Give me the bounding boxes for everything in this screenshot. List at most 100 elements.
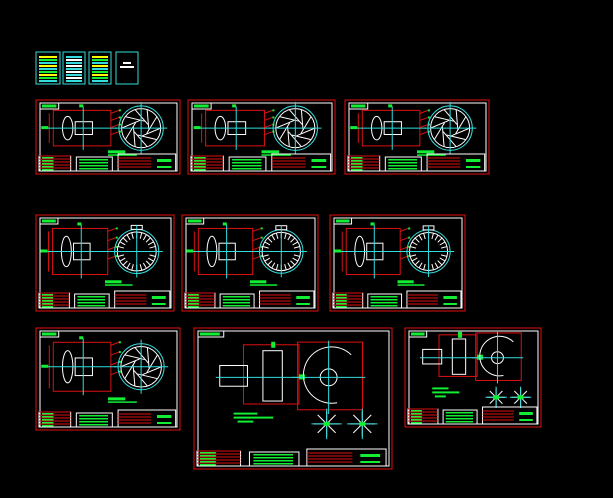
grille-bar: [414, 260, 420, 266]
note-text: [123, 62, 131, 64]
parts-list-text: [188, 294, 199, 296]
title-block: [426, 153, 486, 172]
table-row: [66, 71, 82, 73]
technical-note: [108, 397, 126, 401]
grille-bar: [149, 254, 156, 257]
grille-bar: [287, 234, 292, 241]
grille-bar: [418, 234, 423, 241]
grille-bar: [290, 237, 296, 243]
sheet-border: [348, 102, 487, 172]
parts-table-text: [445, 415, 473, 417]
blade-line: [146, 109, 150, 130]
parts-list-text: [336, 294, 347, 296]
parts-list-text: [42, 294, 54, 296]
dimension-label: [388, 104, 393, 108]
sheet-outer-frame: [193, 327, 393, 470]
drawing-sheet-7[interactable]: [35, 327, 181, 431]
parts-list-text: [42, 297, 54, 299]
drawing-title: [519, 412, 533, 415]
dimension-label: [41, 364, 49, 368]
blade-line: [455, 109, 459, 130]
table-row: [66, 56, 82, 58]
leader-line: [252, 227, 261, 232]
index-sheet-4[interactable]: [115, 51, 139, 85]
sheet-outer-frame: [187, 99, 336, 175]
dimension-label: [222, 222, 227, 226]
parts-table-text: [370, 302, 398, 304]
drawing-sheet-5[interactable]: [181, 214, 319, 312]
grille-bar: [431, 263, 434, 270]
scroll-casing-outline: [297, 341, 363, 411]
sheet-border: [39, 102, 178, 172]
leader-line: [110, 124, 120, 129]
parts-table: [228, 156, 267, 172]
grille-bar: [117, 245, 125, 249]
parts-list-text: [200, 464, 216, 466]
balloon-number: [260, 236, 263, 239]
grille-bar: [418, 262, 423, 269]
grille-bar: [122, 237, 128, 243]
title-block: [306, 448, 387, 467]
scroll-casing-outline: [475, 332, 522, 381]
leader-line: [252, 237, 261, 242]
index-sheet-2[interactable]: [62, 51, 86, 85]
drawing-sheet-3[interactable]: [344, 99, 490, 175]
blade-line: [287, 126, 290, 147]
index-sheet-frame: [88, 51, 112, 85]
sheet-label: [336, 219, 350, 223]
dimension-label: [41, 126, 49, 130]
leader-line: [110, 361, 120, 366]
table-row: [66, 68, 82, 70]
blade-line: [300, 109, 304, 130]
sheet-outer-frame: [35, 214, 175, 312]
drawing-sheet-9[interactable]: [404, 327, 542, 428]
parts-list-text: [42, 425, 54, 427]
sheet-label-box: [39, 217, 59, 225]
grille-bar: [147, 241, 154, 246]
sheet-border: [191, 102, 333, 172]
parts-table-text: [388, 165, 417, 167]
leader-line: [107, 237, 116, 242]
parts-list-text: [336, 297, 347, 299]
parts-list-text: [200, 461, 216, 463]
parts-list-text: [42, 300, 54, 302]
parts-table-text: [79, 415, 108, 417]
technical-note: [108, 401, 137, 403]
blade-line: [142, 127, 161, 137]
parts-table-text: [79, 165, 108, 167]
title-block: [114, 290, 171, 309]
drawing-number: [296, 303, 310, 305]
table-row: [92, 56, 108, 58]
drawing-sheet-4[interactable]: [35, 214, 175, 312]
drawing-sheet-1[interactable]: [35, 99, 181, 175]
leader-line: [107, 246, 116, 251]
leader-line: [419, 131, 429, 136]
table-row: [92, 80, 108, 82]
drawing-sheet-2[interactable]: [187, 99, 336, 175]
technical-note: [434, 395, 446, 398]
leader-line: [107, 255, 116, 260]
grille-bar: [145, 260, 151, 266]
index-sheet-1[interactable]: [35, 51, 61, 85]
title-block: [482, 406, 538, 425]
leader-line: [107, 227, 116, 232]
blade-line: [124, 360, 136, 379]
leader-line: [264, 131, 273, 136]
index-sheet-3[interactable]: [88, 51, 112, 85]
index-sheet-frame: [115, 51, 139, 85]
balloon-number: [272, 109, 275, 112]
grille-bar: [292, 257, 299, 262]
parts-table-text: [79, 418, 108, 420]
casing-section: [262, 350, 283, 402]
drawing-sheet-6[interactable]: [329, 214, 466, 312]
parts-table-text: [388, 162, 417, 164]
parts-list-text: [351, 160, 363, 162]
grille-bar: [275, 263, 279, 271]
grille-bar: [411, 241, 418, 246]
parts-table-text: [232, 168, 262, 170]
grille-bar: [411, 257, 418, 262]
drawing-sheet-8[interactable]: [193, 327, 393, 470]
parts-table-text: [79, 424, 108, 426]
technical-note: [250, 284, 278, 286]
